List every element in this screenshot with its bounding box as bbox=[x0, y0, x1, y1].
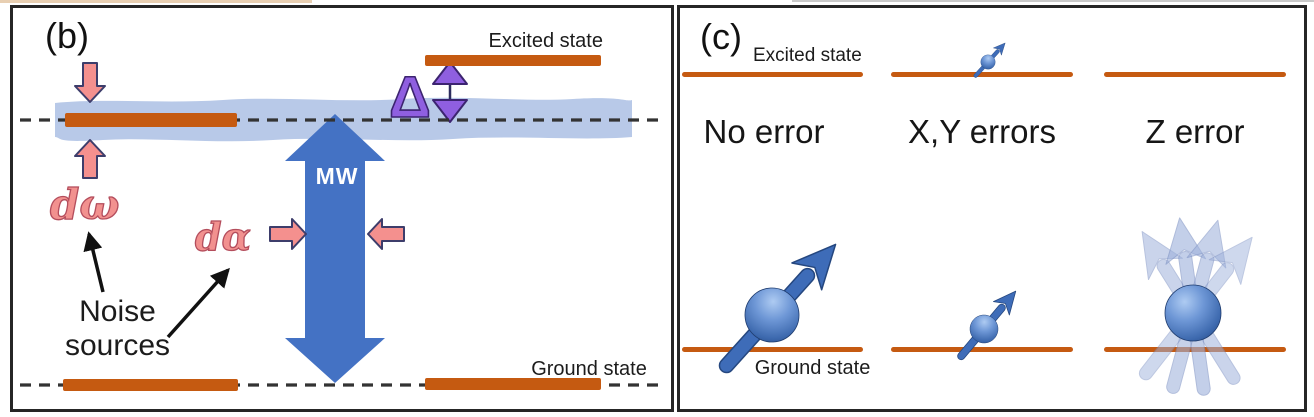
domega-label: dω bbox=[49, 179, 120, 229]
panel-c-drawing bbox=[682, 37, 1286, 399]
ground-state-label-c: Ground state bbox=[754, 357, 871, 379]
amplitude-noise-arrow-left bbox=[367, 218, 405, 250]
mw-arrow bbox=[285, 114, 385, 383]
panel-c: (c) Excited state Ground state No error … bbox=[677, 5, 1307, 412]
top-remnant-orange bbox=[0, 0, 312, 3]
excited-state-label-b: Excited state bbox=[488, 30, 603, 52]
noise-annotation-arrow-1 bbox=[83, 231, 105, 293]
ground-state-bar-right bbox=[425, 378, 601, 390]
noise-sources-line2: sources bbox=[64, 328, 171, 362]
detuning-arrow-head-up bbox=[432, 61, 468, 85]
frequency-noise-arrow-up bbox=[74, 139, 106, 179]
ground-line-col1 bbox=[682, 347, 863, 352]
qubit-level-bar bbox=[65, 113, 237, 127]
panel-c-label: (c) bbox=[700, 16, 742, 57]
dalpha-label: dα bbox=[194, 213, 251, 259]
panel-b-drawing: Δ bbox=[20, 55, 659, 391]
no-error-label: No error bbox=[703, 113, 825, 150]
frequency-noise-arrow-down bbox=[74, 62, 106, 103]
noise-sources-line1: Noise bbox=[79, 295, 156, 328]
spin-ground-medium-icon bbox=[947, 281, 1027, 369]
ground-line-col2 bbox=[891, 347, 1073, 352]
excited-state-label-c: Excited state bbox=[753, 45, 862, 66]
z-error-label: Z error bbox=[1145, 113, 1245, 150]
panel-b-label: (b) bbox=[45, 15, 89, 56]
ground-state-label-b: Ground state bbox=[531, 358, 647, 380]
amplitude-noise-arrow-right bbox=[269, 218, 307, 250]
z-error-sphere-icon bbox=[1164, 284, 1222, 342]
excited-line-col2 bbox=[891, 72, 1073, 77]
excited-line-col1 bbox=[682, 72, 863, 77]
top-remnant-gray bbox=[792, 0, 1314, 2]
xy-errors-label: X,Y errors bbox=[908, 113, 1056, 150]
excited-state-bar bbox=[425, 55, 601, 66]
panel-b: Δ (b) Excited state Ground state MW dω d… bbox=[10, 5, 674, 412]
mw-label: MW bbox=[315, 163, 359, 189]
detuning-arrow-head-down bbox=[432, 99, 468, 123]
delta-symbol: Δ bbox=[389, 65, 431, 130]
noise-annotation-arrow-2 bbox=[166, 267, 230, 339]
excited-line-col3 bbox=[1104, 72, 1286, 77]
ground-state-bar-left bbox=[63, 379, 238, 391]
